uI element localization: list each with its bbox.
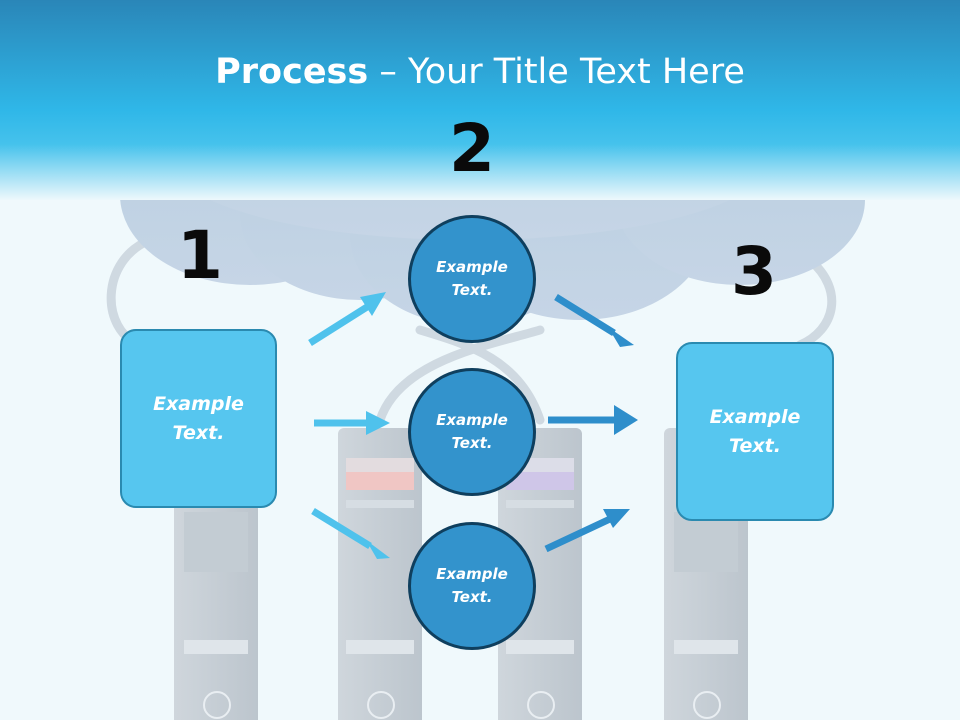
arrow-bottom-to-3 <box>544 509 630 553</box>
step-number-2: 2 <box>449 110 495 187</box>
node-middle-text: Example Text. <box>436 411 508 452</box>
server-tower <box>338 428 422 720</box>
title-rest: – Your Title Text Here <box>368 52 745 92</box>
arrow-middle-to-3 <box>548 405 638 435</box>
step-1-box: Example Text. <box>120 329 277 508</box>
step-number-3: 3 <box>731 233 777 310</box>
node-bottom-text: Example Text. <box>436 565 508 606</box>
arrow-1-to-top <box>308 292 386 346</box>
step-2-node-bottom: Example Text. <box>408 522 536 650</box>
arrow-1-to-bottom <box>311 508 390 559</box>
node-top-text: Example Text. <box>436 258 508 299</box>
title-banner <box>0 0 960 200</box>
step-2-node-top: Example Text. <box>408 215 536 343</box>
step-3-box: Example Text. <box>676 342 834 521</box>
flow-arrows <box>308 292 638 559</box>
slide-title: Process – Your Title Text Here <box>0 52 960 92</box>
title-strong: Process <box>215 52 369 92</box>
step-1-text: Example Text. <box>153 392 244 444</box>
step-number-1: 1 <box>177 217 223 294</box>
arrow-top-to-3 <box>554 294 634 347</box>
step-2-node-middle: Example Text. <box>408 368 536 496</box>
step-3-text: Example Text. <box>709 405 801 457</box>
arrow-1-to-middle <box>314 411 390 435</box>
cloud-cables <box>106 235 837 425</box>
